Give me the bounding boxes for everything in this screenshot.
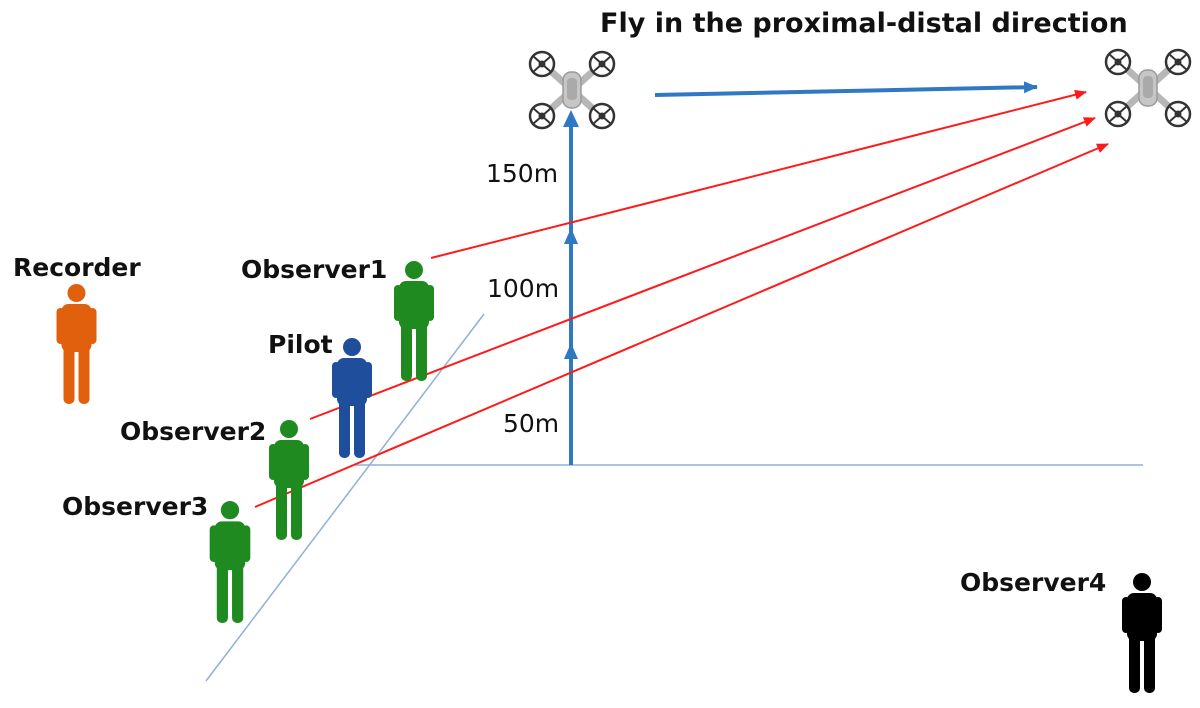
quadcopter-icon-end: [1106, 50, 1190, 126]
observer4-person-icon: [1122, 573, 1162, 693]
height-label-100m: 100m: [487, 274, 560, 303]
observer3-person-icon: [209, 501, 251, 623]
height-label-50m: 50m: [503, 409, 560, 438]
pilot-label: Pilot: [268, 330, 333, 359]
observer1-label: Observer1: [241, 255, 388, 284]
ascent-arrowhead-150: [564, 228, 578, 244]
sightline-observer3: [254, 143, 1109, 508]
flight-direction-arrow: [654, 81, 1038, 97]
observer4-label: Observer4: [960, 568, 1107, 597]
observer2-person-icon: [269, 420, 309, 540]
observer3-label: Observer3: [62, 492, 209, 521]
sightline-observer2: [309, 117, 1096, 420]
recorder-label: Recorder: [13, 253, 141, 282]
pilot-person-icon: [332, 338, 372, 458]
observer2-label: Observer2: [120, 417, 267, 446]
sightline-observer1: [430, 89, 1087, 259]
ascent-arrowhead-100: [564, 343, 578, 359]
ascent-arrowhead-top: [563, 110, 579, 127]
ground-line-diagonal: [205, 313, 485, 682]
recorder-person-icon: [56, 284, 97, 404]
observer1-person-icon: [394, 261, 434, 381]
diagram-title: Fly in the proximal-distal direction: [600, 8, 1128, 39]
height-label-150m: 150m: [486, 159, 559, 188]
